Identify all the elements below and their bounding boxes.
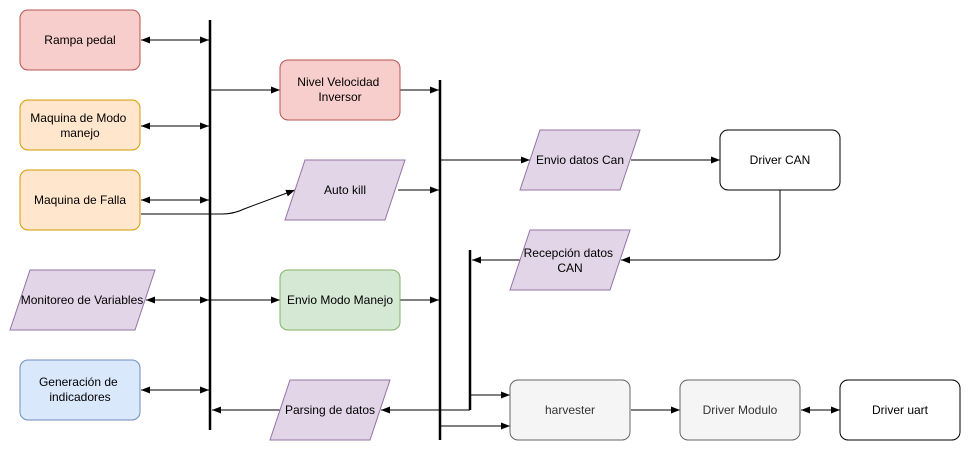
- node-label-line: Driver Modulo: [703, 403, 778, 417]
- node-driver-uart[interactable]: Driver uart: [839, 379, 961, 441]
- node-label-line: Generación de: [39, 375, 118, 389]
- svg-text:harvester: harvester: [545, 403, 595, 417]
- node-label-line: Monitoreo de Variables: [21, 293, 144, 307]
- node-label-line: Auto kill: [324, 183, 366, 197]
- node-rampa-pedal[interactable]: Rampa pedal: [19, 9, 141, 71]
- node-label-line: Envio Modo Manejo: [287, 293, 393, 307]
- node-label-line: Maquina de Modo: [30, 111, 126, 125]
- svg-text:Maquina de Falla: Maquina de Falla: [34, 193, 126, 207]
- node-label-line: Inversor: [318, 90, 361, 104]
- node-nivel-velocidad[interactable]: Nivel Velocidad Inversor: [279, 59, 401, 121]
- node-label-line: indicadores: [49, 390, 110, 404]
- connector-falla-to-autokill: [141, 189, 296, 215]
- node-driver-can[interactable]: Driver CAN: [719, 129, 841, 191]
- node-label-line: Driver uart: [872, 403, 929, 417]
- node-label-line: Recepción datos: [524, 246, 613, 260]
- node-envio-datos-can[interactable]: Envio datos Can: [519, 129, 641, 191]
- node-parsing-datos[interactable]: Parsing de datos: [269, 379, 391, 441]
- node-harvester[interactable]: harvester: [509, 379, 631, 441]
- svg-text:Generación de indicadore: Generación de indicadores: [39, 375, 121, 404]
- node-driver-modulo[interactable]: Driver Modulo: [679, 379, 801, 441]
- svg-text:Rampa pedal: Rampa pedal: [44, 33, 115, 47]
- svg-text:Auto kill: Auto kill: [324, 183, 366, 197]
- node-maquina-falla[interactable]: Maquina de Falla: [19, 169, 141, 231]
- svg-text:Recepción datos CAN: Recepción datos CAN: [524, 246, 617, 275]
- svg-text:Envio datos Can: Envio datos Can: [536, 153, 624, 167]
- svg-text:Driver Modulo: Driver Modulo: [703, 403, 778, 417]
- node-label-line: Nivel Velocidad: [297, 75, 379, 89]
- svg-text:Driver CAN: Driver CAN: [750, 153, 811, 167]
- svg-text:Driver uart: Driver uart: [872, 403, 929, 417]
- node-auto-kill[interactable]: Auto kill: [284, 159, 406, 221]
- svg-text:Parsing de datos: Parsing de datos: [285, 403, 375, 417]
- node-monitoreo[interactable]: Monitoreo de Variables: [9, 269, 156, 331]
- node-label-line: Maquina de Falla: [34, 193, 126, 207]
- node-label-line: Parsing de datos: [285, 403, 375, 417]
- node-generacion[interactable]: Generación de indicadores: [19, 359, 141, 421]
- node-maquina-modo[interactable]: Maquina de Modo manejo: [19, 99, 141, 151]
- svg-text:Maquina de Modo manejo: Maquina de Modo manejo: [30, 111, 129, 140]
- svg-text:Monitoreo de Variables: Monitoreo de Variables: [21, 293, 144, 307]
- node-envio-modo-manejo[interactable]: Envio Modo Manejo: [279, 269, 401, 331]
- node-label-line: Driver CAN: [750, 153, 811, 167]
- node-label-line: Envio datos Can: [536, 153, 624, 167]
- connector-driver-can-to-recepcion: [621, 190, 781, 264]
- node-label-line: CAN: [557, 261, 582, 275]
- svg-text:Envio Modo Manejo: Envio Modo Manejo: [287, 293, 393, 307]
- node-recepcion-datos-can[interactable]: Recepción datos CAN: [509, 229, 631, 291]
- node-label-line: Rampa pedal: [44, 33, 115, 47]
- node-label-line: harvester: [545, 403, 595, 417]
- svg-text:Nivel Velocidad Inversor: Nivel Velocidad Inversor: [297, 75, 382, 104]
- node-label-line: manejo: [60, 126, 100, 140]
